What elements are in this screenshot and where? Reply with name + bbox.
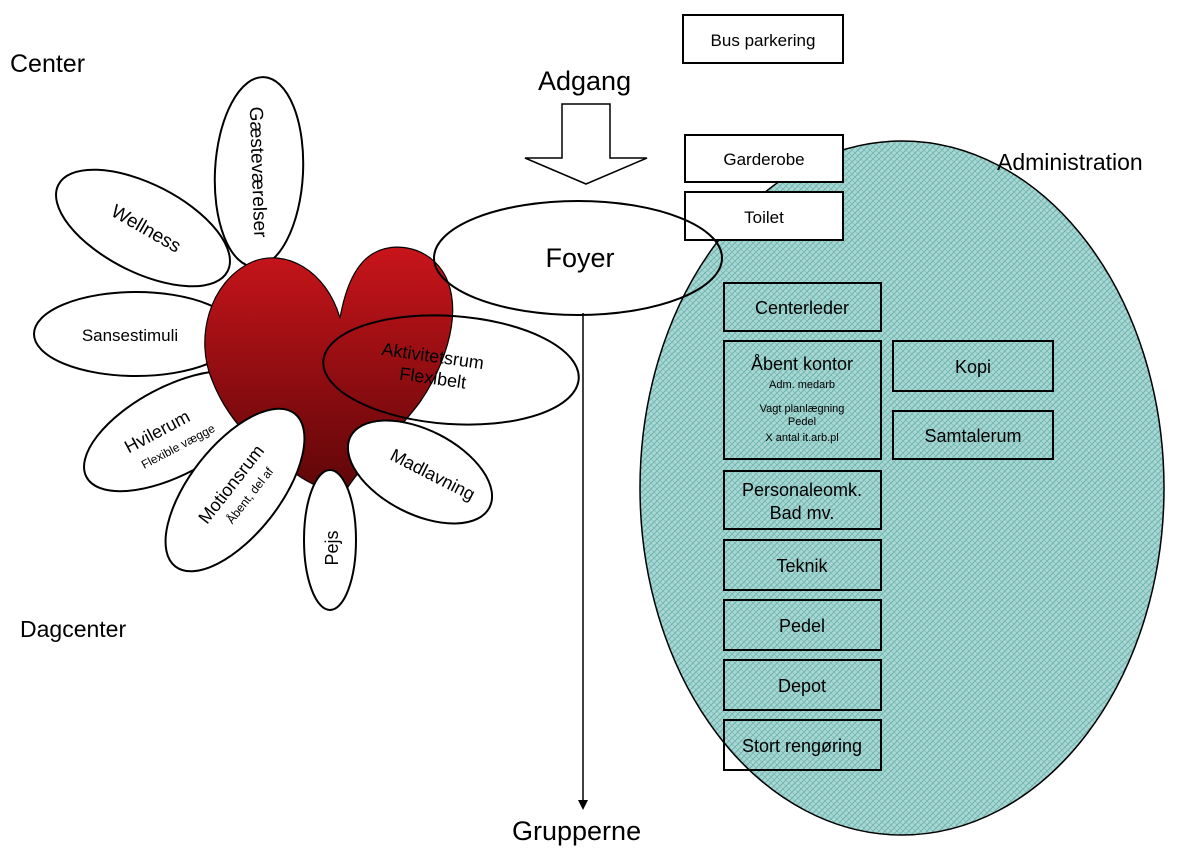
administration-label: Administration: [997, 149, 1143, 175]
samtalerum-label: Samtalerum: [924, 426, 1021, 446]
teknik-label: Teknik: [776, 556, 828, 576]
kopi-label: Kopi: [955, 357, 991, 377]
center-label: Center: [10, 50, 85, 78]
dagcenter-label: Dagcenter: [20, 616, 126, 642]
personaleomk-label: Personaleomk.: [742, 480, 862, 500]
foyer-area: Foyer: [433, 200, 723, 316]
petal-wellness: Wellness: [55, 168, 231, 288]
aabent-kontor-line-3: Pedel: [788, 416, 816, 428]
petal-gaestevaerelser: Gæsteværelser: [213, 76, 305, 268]
bad-label: Bad mv.: [770, 503, 835, 523]
administration-zone: [639, 140, 1165, 836]
toilet-box: Toilet: [684, 191, 844, 241]
aabent-kontor-line-2: Vagt planlægning: [760, 403, 845, 415]
personaleomk-box: Personaleomk. Bad mv.: [723, 470, 882, 530]
centerleder-box: Centerleder: [723, 282, 882, 332]
bus-parkering-label: Bus parkering: [711, 31, 816, 50]
adgang-arrow-icon: [524, 103, 648, 185]
depot-label: Depot: [778, 676, 826, 696]
foyer-label: Foyer: [545, 243, 614, 273]
petal-madlavning: Madlavning: [346, 419, 494, 525]
garderobe-label: Garderobe: [723, 150, 804, 169]
bus-parkering-box: Bus parkering: [682, 14, 844, 64]
aabent-kontor-label: Åbent kontor: [751, 354, 853, 374]
aabent-kontor-line-1: Adm. medarb: [769, 379, 835, 391]
petal-hvilerum: Hvilerum Flexible vægge: [83, 369, 263, 493]
sansestimuli-label: Sansestimuli: [82, 326, 178, 345]
stort-rengoering-box: Stort rengøring: [723, 719, 882, 771]
samtalerum-box: Samtalerum: [892, 410, 1054, 460]
toilet-label: Toilet: [744, 208, 784, 227]
pejs-label: Pejs: [322, 530, 342, 565]
pedel-label: Pedel: [779, 616, 825, 636]
adgang-label: Adgang: [538, 66, 631, 96]
petal-motionsrum: Motionsrum Åbent, del af: [164, 407, 306, 573]
grupperne-label: Grupperne: [512, 816, 641, 846]
gaestevaerelser-label: Gæsteværelser: [245, 106, 271, 238]
pedel-box: Pedel: [723, 599, 882, 651]
aabent-kontor-line-4: X antal it.arb.pl: [765, 432, 838, 444]
depot-box: Depot: [723, 659, 882, 711]
petal-pejs: Pejs: [303, 469, 357, 611]
garderobe-box: Garderobe: [684, 134, 844, 183]
centerleder-label: Centerleder: [755, 298, 849, 318]
stort-rengoering-label: Stort rengøring: [742, 736, 862, 756]
aabent-kontor-box: Åbent kontor Adm. medarb Vagt planlægnin…: [723, 340, 882, 460]
kopi-box: Kopi: [892, 340, 1054, 392]
corridor-arrowhead-icon: [578, 800, 588, 810]
teknik-box: Teknik: [723, 539, 882, 591]
